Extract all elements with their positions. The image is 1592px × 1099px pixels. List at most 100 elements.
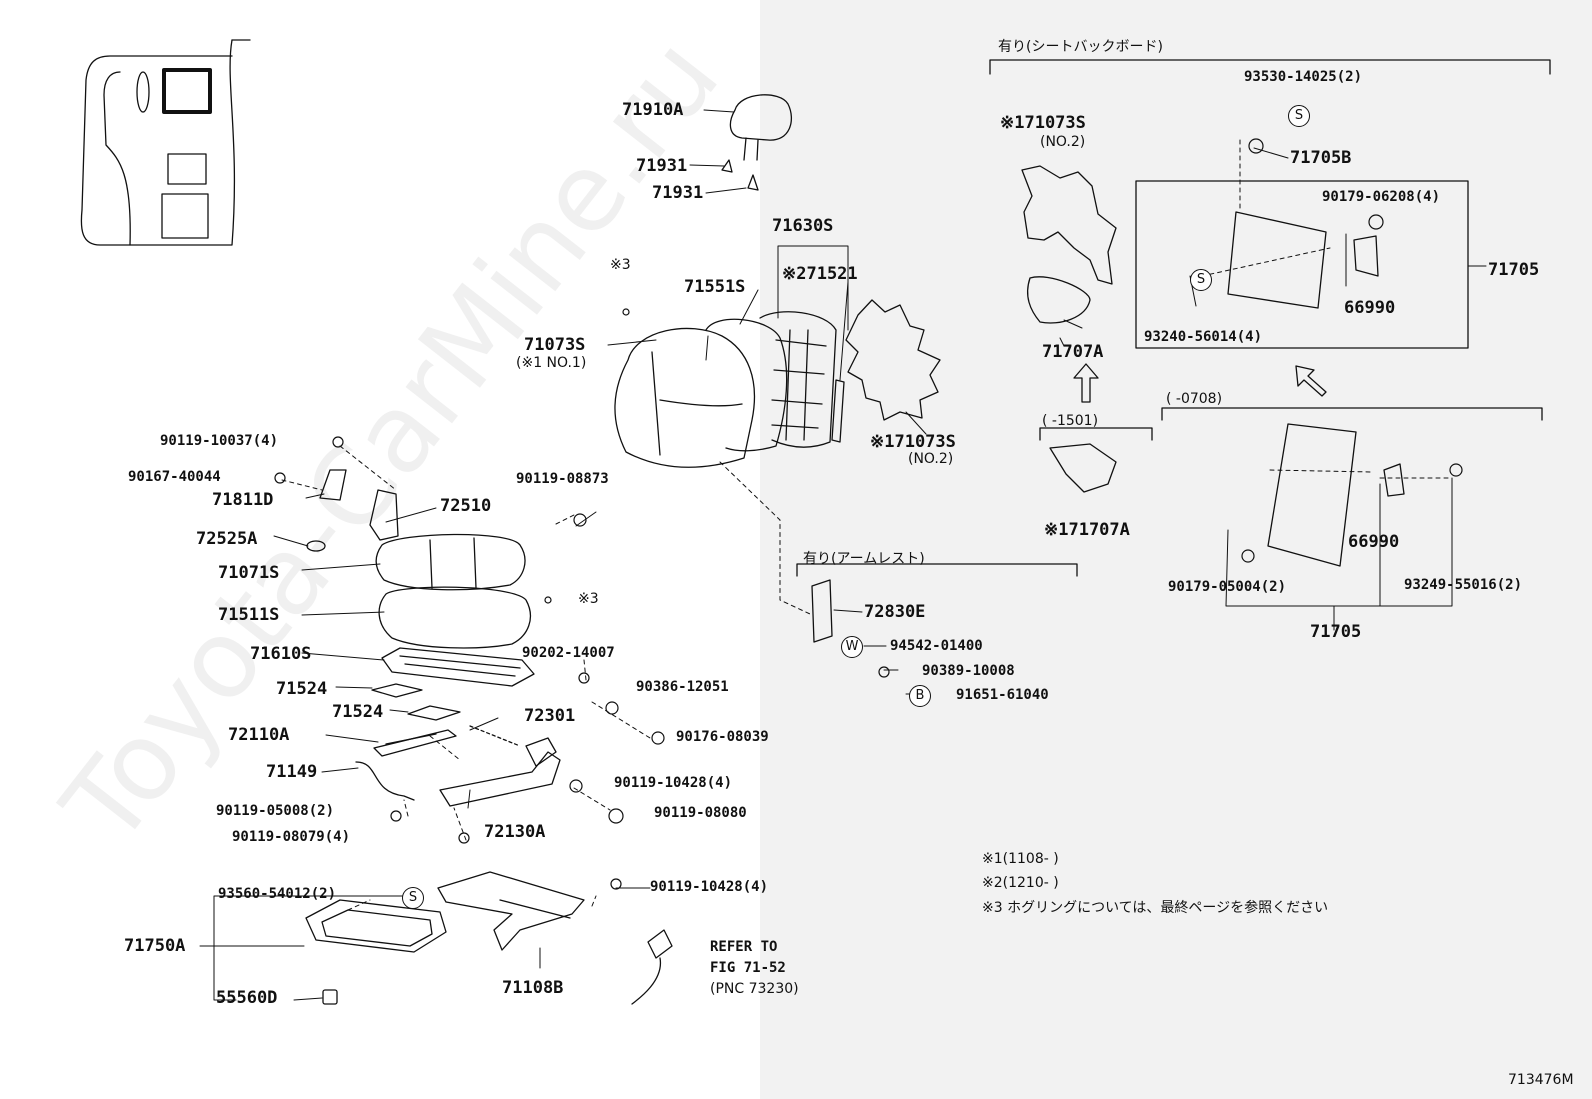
part-label-71705: 71705 xyxy=(1488,260,1540,280)
part-label-71524: 71524 xyxy=(332,702,384,722)
part-label-71910A: 71910A xyxy=(622,100,684,120)
seatback-board-no2-right xyxy=(1021,165,1117,493)
part-label-71931: 71931 xyxy=(652,183,704,203)
part-label-94542-01400: 94542-01400 xyxy=(890,638,983,654)
part-sublabel-71073S: (※1 NO.1) xyxy=(516,355,587,371)
part-sublabel-71073S-no2: (NO.2) xyxy=(908,451,954,467)
part-label-55560D: 55560D xyxy=(216,988,278,1008)
part-label-72130A: 72130A xyxy=(484,822,546,842)
bracket-71108B xyxy=(437,871,585,951)
part-label-90179-05004: 90179-05004(2) xyxy=(1168,579,1287,595)
fasteners xyxy=(274,138,1463,890)
part-label-93240-56014: 93240-56014(4) xyxy=(1144,329,1263,345)
figure-id: 713476M xyxy=(1508,1072,1574,1088)
headrest-71910A xyxy=(721,94,792,191)
bracket-71811D xyxy=(319,469,347,501)
part-label-71707A: 71707A xyxy=(1042,342,1104,362)
part-label-72830E: 72830E xyxy=(864,602,926,622)
right-panel-background xyxy=(760,0,1592,1099)
bracket-0708 xyxy=(1161,407,1543,421)
part-label-90386-12051: 90386-12051 xyxy=(636,679,729,695)
part-label-90119-08079: 90119-08079(4) xyxy=(232,829,351,845)
part-label-90119-08873: 90119-08873 xyxy=(516,471,609,487)
section-range-0708: ( -0708) xyxy=(1166,391,1223,407)
bracket-72510 xyxy=(369,489,399,541)
marker-3: ※3 xyxy=(578,591,599,607)
part-sublabel-71073S-right: (NO.2) xyxy=(1040,134,1086,150)
part-label-71811D: 71811D xyxy=(212,490,274,510)
armrest-72830E xyxy=(811,579,833,643)
wire-71149 xyxy=(355,761,415,801)
part-label-90119-10428: 90119-10428(4) xyxy=(614,775,733,791)
s-symbol-icon: S xyxy=(1190,269,1212,291)
seatback-cover xyxy=(614,327,756,468)
note-2: ※2(1210- ) xyxy=(982,875,1059,891)
refer-line-1: REFER TO xyxy=(710,939,778,955)
box-71705 xyxy=(1135,180,1469,349)
part-label-72525A: 72525A xyxy=(196,529,258,549)
part-label-71705B: 71705B xyxy=(1290,148,1352,168)
part-label-71073S-no2: ※171073S xyxy=(870,432,956,452)
bracket-seatback-board xyxy=(989,59,1551,75)
part-label-71750A: 71750A xyxy=(124,936,186,956)
part-label-90119-08080: 90119-08080 xyxy=(654,805,747,821)
part-label-93530-14025: 93530-14025(2) xyxy=(1244,69,1363,85)
seatback-board-71073S-no2 xyxy=(845,299,941,421)
dashed-guides xyxy=(281,139,1451,911)
leader-lines xyxy=(199,109,1487,1001)
seat-cushion-cover-71071S xyxy=(375,533,526,591)
arrow-up-icon-2 xyxy=(1295,365,1327,397)
part-label-71521: ※271521 xyxy=(782,264,858,284)
arrow-up-icon xyxy=(1073,363,1099,403)
section-seatback-board: 有り(シートバックボード) xyxy=(998,39,1163,55)
part-label-90119-05008: 90119-05008(2) xyxy=(216,803,335,819)
part-label-90119-10037: 90119-10037(4) xyxy=(160,433,279,449)
vehicle-locator-icon xyxy=(80,39,251,246)
part-label-90176-08039: 90176-08039 xyxy=(676,729,769,745)
part-label-72301: 72301 xyxy=(524,706,576,726)
clip-55560D xyxy=(322,989,338,1005)
part-label-90167-40044: 90167-40044 xyxy=(128,469,221,485)
part-label-71630S: 71630S xyxy=(772,216,834,236)
part-label-93560-54012: 93560-54012(2) xyxy=(218,886,337,902)
note-1: ※1(1108- ) xyxy=(982,851,1059,867)
section-range-1501: ( -1501) xyxy=(1042,413,1099,429)
spring-71524-a xyxy=(371,683,423,698)
s-symbol-icon: S xyxy=(402,887,424,909)
w-symbol-icon: W xyxy=(841,636,863,658)
s-symbol-icon: S xyxy=(1288,105,1310,127)
part-label-91651-61040: 91651-61040 xyxy=(956,687,1049,703)
seatback-board-71705 xyxy=(1227,211,1405,567)
refer-line-3: (PNC 73230) xyxy=(710,981,799,997)
part-label-66990-b: 66990 xyxy=(1348,532,1400,552)
marker-3: ※3 xyxy=(610,257,631,273)
bracket-armrest xyxy=(796,563,1078,577)
belt-buckle xyxy=(631,929,673,1005)
part-label-90119-10428b: 90119-10428(4) xyxy=(650,879,769,895)
rod-72301 xyxy=(469,725,521,747)
part-label-90202-14007: 90202-14007 xyxy=(522,645,615,661)
part-label-71551S: 71551S xyxy=(684,277,746,297)
seatback-pad-71551S xyxy=(705,318,788,452)
part-label-71071S: 71071S xyxy=(218,563,280,583)
note-3: ※3 ホグリングについては、最終ページを参照ください xyxy=(982,900,1329,916)
part-label-71511S: 71511S xyxy=(218,605,280,625)
cap-72525A xyxy=(306,540,326,552)
part-label-71524: 71524 xyxy=(276,679,328,699)
part-label-71108B: 71108B xyxy=(502,978,564,998)
part-label-71931: 71931 xyxy=(636,156,688,176)
seatback-frame-71630S xyxy=(759,311,845,448)
section-armrest: 有り(アームレスト) xyxy=(803,551,925,567)
part-label-71705-b: 71705 xyxy=(1310,622,1362,642)
part-label-66990: 66990 xyxy=(1344,298,1396,318)
under-tray-71750A xyxy=(305,899,447,953)
part-label-71707A-b: ※171707A xyxy=(1044,520,1130,540)
part-label-72510: 72510 xyxy=(440,496,492,516)
part-label-71149: 71149 xyxy=(266,762,318,782)
part-label-90389-10008: 90389-10008 xyxy=(922,663,1015,679)
b-symbol-icon: B xyxy=(909,685,931,707)
seat-adjuster-72130A xyxy=(439,737,561,807)
refer-line-2: FIG 71-52 xyxy=(710,960,786,976)
part-label-71073S-right: ※171073S xyxy=(1000,113,1086,133)
